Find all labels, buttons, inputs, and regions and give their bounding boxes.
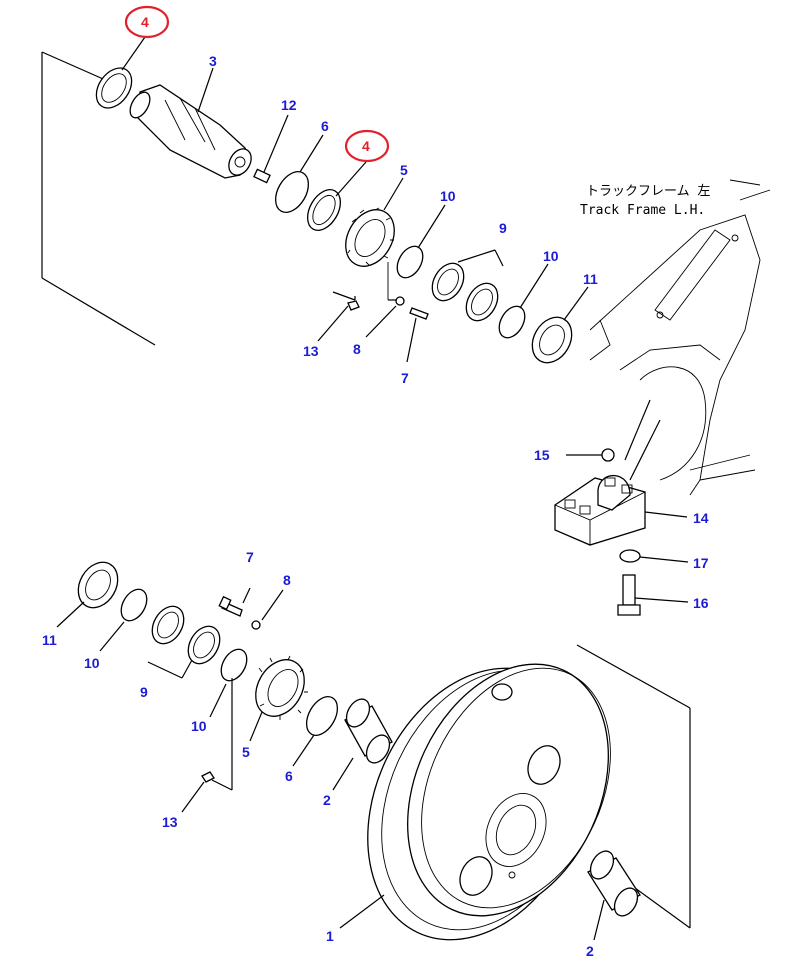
callout-11-top[interactable]: 11 [583,271,598,287]
callout-9-bottom[interactable]: 9 [140,684,148,700]
o-ring-c [120,588,148,622]
callout-7-bottom[interactable]: 7 [246,549,254,565]
caption-japanese: トラックフレーム 左 [586,184,710,199]
collar-top [345,207,395,300]
floating-seal-top [431,249,504,322]
callout-1[interactable]: 1 [326,928,334,944]
callout-5-top[interactable]: 5 [400,162,408,178]
callout-11-bottom[interactable]: 11 [42,632,57,648]
callout-13-bottom[interactable]: 13 [162,814,178,830]
shaft [129,84,252,179]
callout-labels: 4 3 12 6 4 5 10 9 10 11 13 8 7 15 14 17 … [42,14,709,957]
o-ring-top [274,171,310,213]
callout-13-top[interactable]: 13 [303,343,319,359]
upper-assembly-bracket [41,51,156,346]
washer-bolt-right [617,549,689,616]
callout-8-top[interactable]: 8 [353,341,361,357]
callout-9-top[interactable]: 9 [499,220,507,236]
callout-8-bottom[interactable]: 8 [283,572,291,588]
hardware-top [332,291,429,320]
callout-5-bottom[interactable]: 5 [242,744,250,760]
callout-16[interactable]: 16 [693,595,709,611]
caption-english: Track Frame L.H. [580,203,705,218]
callout-17[interactable]: 17 [693,555,709,571]
callout-3[interactable]: 3 [209,53,217,69]
floating-seal-bottom [147,605,221,679]
callout-4-mid[interactable]: 4 [362,138,370,154]
callout-7-top[interactable]: 7 [401,370,409,386]
support-block [554,474,688,546]
callout-14[interactable]: 14 [693,510,709,526]
track-frame [589,179,771,496]
callout-10-c[interactable]: 10 [84,655,100,671]
callout-10-d[interactable]: 10 [191,718,207,734]
plug [253,168,271,184]
callout-12[interactable]: 12 [281,97,297,113]
callout-6-bottom[interactable]: 6 [285,768,293,784]
ball-15 [566,448,615,462]
plug-bottom [201,771,215,783]
seal-cover-bottom [77,561,119,609]
highlight-rings [124,5,390,163]
o-ring-b [498,305,526,339]
idler-wheel [367,663,611,941]
callout-2-left[interactable]: 2 [323,792,331,808]
thrust-washer-top [95,67,133,109]
hardware-bottom [218,587,284,630]
bushing-bottom [587,850,641,917]
callout-6-top[interactable]: 6 [321,118,329,134]
callout-10-a[interactable]: 10 [440,188,456,204]
track-frame-caption: トラックフレーム 左 Track Frame L.H. [580,184,710,218]
leader-lines [56,36,605,941]
collar-bottom [211,655,308,791]
o-ring-a [396,245,424,279]
callout-2-bottom[interactable]: 2 [586,943,594,957]
callout-4-top[interactable]: 4 [141,14,149,30]
o-ring-d [220,648,248,682]
o-ring-bottom [305,696,339,736]
bushing-left [344,698,393,764]
thrust-washer-mid [306,189,342,231]
callout-15[interactable]: 15 [534,447,550,463]
callout-10-b[interactable]: 10 [543,248,559,264]
lower-assembly-bracket [576,644,691,929]
seal-cover-top [531,316,573,364]
